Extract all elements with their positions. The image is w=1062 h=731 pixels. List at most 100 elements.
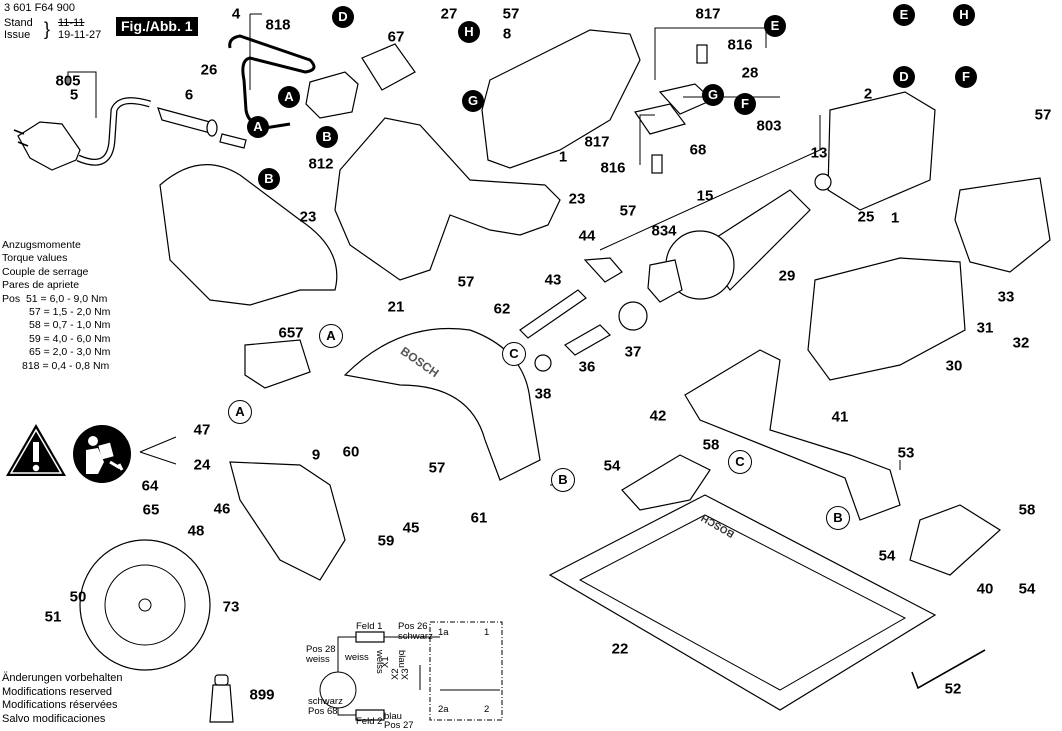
part-label: 57	[428, 459, 446, 477]
handle-housing-left	[159, 164, 338, 306]
part-label: 58	[702, 436, 720, 454]
part-label: 5	[69, 86, 79, 104]
part-label: 818	[265, 16, 291, 34]
wiring-x1: X1	[380, 656, 391, 668]
wire-loop	[228, 34, 316, 130]
part-label: 53	[897, 444, 915, 462]
torque-title-de: Anzugsmomente	[2, 239, 81, 251]
motor-housing-shell	[481, 29, 641, 169]
connector-marker-b: B	[258, 168, 280, 190]
modifications-fr: Modifications réservées	[2, 699, 118, 711]
part-label: 28	[741, 64, 759, 82]
connector-marker-a: A	[319, 324, 343, 348]
electronic-module	[361, 43, 416, 91]
part-label: 23	[568, 190, 586, 208]
part-label: 36	[578, 358, 596, 376]
part-label: 15	[696, 187, 714, 205]
part-label: 13	[810, 144, 828, 162]
wiring-terminal-1a: 1a	[438, 627, 449, 638]
modifications-en: Modifications reserved	[2, 685, 113, 698]
brush-holder	[634, 103, 687, 135]
shaft	[519, 289, 587, 339]
part-label: 817	[695, 5, 721, 23]
part-label: 57	[1034, 106, 1052, 124]
part-label: 57	[457, 273, 475, 291]
connector-marker-h: H	[458, 21, 480, 43]
leader-lines	[67, 13, 901, 486]
wiring-pos27: Pos 27	[384, 720, 414, 731]
part-label: 8	[502, 25, 512, 43]
part-label: 57	[502, 5, 520, 23]
part-label: 68	[689, 141, 707, 159]
torque-title-en: Torque values	[2, 252, 68, 265]
wiring-x3: X3	[400, 668, 411, 680]
wiring-pos28: Pos 28	[306, 644, 336, 655]
lower-guard	[229, 461, 346, 581]
part-label: 46	[213, 500, 231, 518]
ball-bearing	[534, 354, 552, 372]
connector-marker-b: B	[826, 506, 850, 530]
part-label: 65	[142, 501, 160, 519]
part-label: 26	[200, 61, 218, 79]
part-label: 21	[387, 298, 405, 316]
bearing-plate	[647, 259, 683, 303]
stand-label: Stand	[4, 17, 33, 29]
connector-marker-g: G	[462, 90, 484, 112]
issue-date: 19-11-27	[58, 29, 102, 41]
part-label: 817	[584, 133, 610, 151]
part-label: 816	[727, 36, 753, 54]
part-label: 812	[308, 155, 334, 173]
connector-marker-c: C	[502, 342, 526, 366]
part-label: 2	[863, 85, 873, 103]
torque-row: 57 = 1,5 - 2,0 Nm	[29, 306, 111, 319]
part-label: 73	[222, 598, 240, 616]
part-label: 27	[440, 5, 458, 23]
part-label: 33	[997, 288, 1015, 306]
part-label: 44	[578, 227, 596, 245]
spindle	[564, 324, 611, 356]
figure-label: Fig./Abb. 1	[116, 17, 198, 36]
part-label: 64	[141, 477, 159, 495]
grease-tube	[209, 684, 234, 723]
part-label: 1	[890, 209, 900, 227]
saw-blade	[79, 539, 211, 671]
wiring-feld1: Feld 1	[356, 621, 383, 632]
part-label: 61	[470, 509, 488, 527]
spindle-lock	[244, 339, 311, 389]
brace: }	[44, 19, 51, 39]
part-label: 54	[1018, 580, 1036, 598]
part-label: 31	[976, 319, 994, 337]
parallel-guide	[684, 349, 901, 521]
part-label: 48	[187, 522, 205, 540]
blade-guard	[343, 327, 541, 481]
stand-crossed: 11-11	[58, 17, 85, 29]
part-label: 657	[278, 324, 304, 342]
part-label: 60	[342, 443, 360, 461]
part-label: 38	[534, 385, 552, 403]
modifications-de: Änderungen vorbehalten	[2, 672, 123, 684]
torque-row: 818 = 0,4 - 0,8 Nm	[22, 359, 110, 372]
base-plate	[548, 494, 937, 711]
part-label: 45	[402, 519, 420, 537]
connector-marker-a: A	[278, 86, 300, 108]
connector-marker-f: F	[734, 93, 756, 115]
torque-row: Pos 51 = 6,0 - 9,0 Nm	[2, 292, 108, 305]
wiring-terminal-2: 2	[484, 704, 490, 715]
depth-guide	[909, 504, 1001, 576]
motor-cap	[954, 177, 1051, 273]
wiring-schwarz-top: schwarz	[398, 631, 433, 642]
torque-row: 58 = 0,7 - 1,0 Nm	[29, 319, 111, 332]
connector-marker-h: H	[953, 4, 975, 26]
read-manual-icon	[73, 425, 131, 483]
issue-label: Issue	[4, 29, 31, 41]
modifications-note: Änderungen vorbehalten Modifications res…	[2, 672, 122, 726]
part-label: 40	[976, 580, 994, 598]
connector-marker-b: B	[316, 126, 338, 148]
wiring-schwarz-bottom: schwarz	[308, 696, 343, 707]
wiring-blau-bottom: blau	[384, 711, 402, 722]
part-label: 42	[649, 407, 667, 425]
field-coil	[827, 91, 936, 211]
wiring-diagram-lines	[319, 621, 503, 721]
part-label: 57	[619, 202, 637, 220]
hex-key	[911, 649, 986, 690]
